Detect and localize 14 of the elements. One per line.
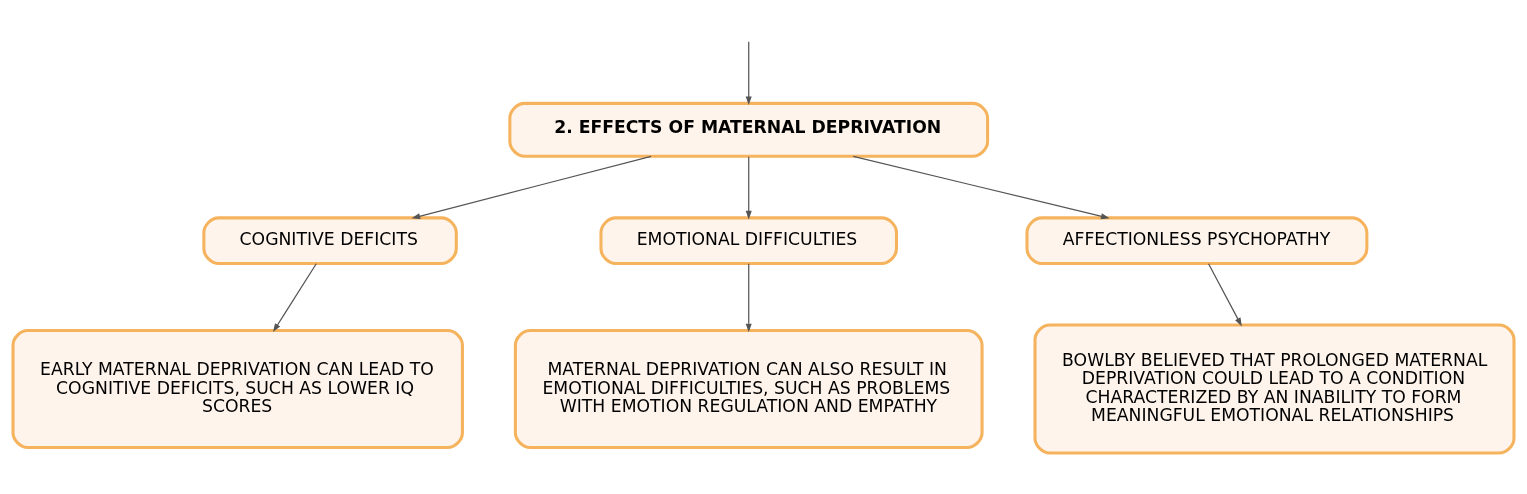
arrow [273, 263, 317, 333]
node-box: MATERNAL DEPRIVATION CAN ALSO RESULT IN EMOTIONAL DIFFICULTIES, SUCH AS PROBLEMS WITH EMOTION REGULATION AND EMPATHY [513, 329, 984, 450]
arrow [1207, 263, 1242, 327]
node-box: BOWLBY BELIEVED THAT PROLONGED MATERNAL DEPRIVATION COULD LEAD TO A CONDITION CHARACTERIZED BY AN INABILITY TO FORM MEANINGFUL EMOTIONAL RELATIONSHIPS [1033, 323, 1516, 455]
node-box: AFFECTIONLESS PSYCHOPATHY [1025, 216, 1369, 265]
node-box: 2. EFFECTS OF MATERNAL DEPRIVATION [508, 101, 990, 158]
node-box: EARLY MATERNAL DEPRIVATION CAN LEAD TO COGNITIVE DEFICITS, SUCH AS LOWER IQ SCORES [11, 329, 464, 450]
arrow [411, 155, 652, 220]
arrow [745, 263, 752, 333]
node-box: COGNITIVE DEFICITS [202, 216, 458, 265]
arrow [745, 41, 752, 106]
arrow [745, 156, 752, 220]
arrow [852, 155, 1110, 220]
node-box: EMOTIONAL DIFFICULTIES [599, 216, 898, 265]
